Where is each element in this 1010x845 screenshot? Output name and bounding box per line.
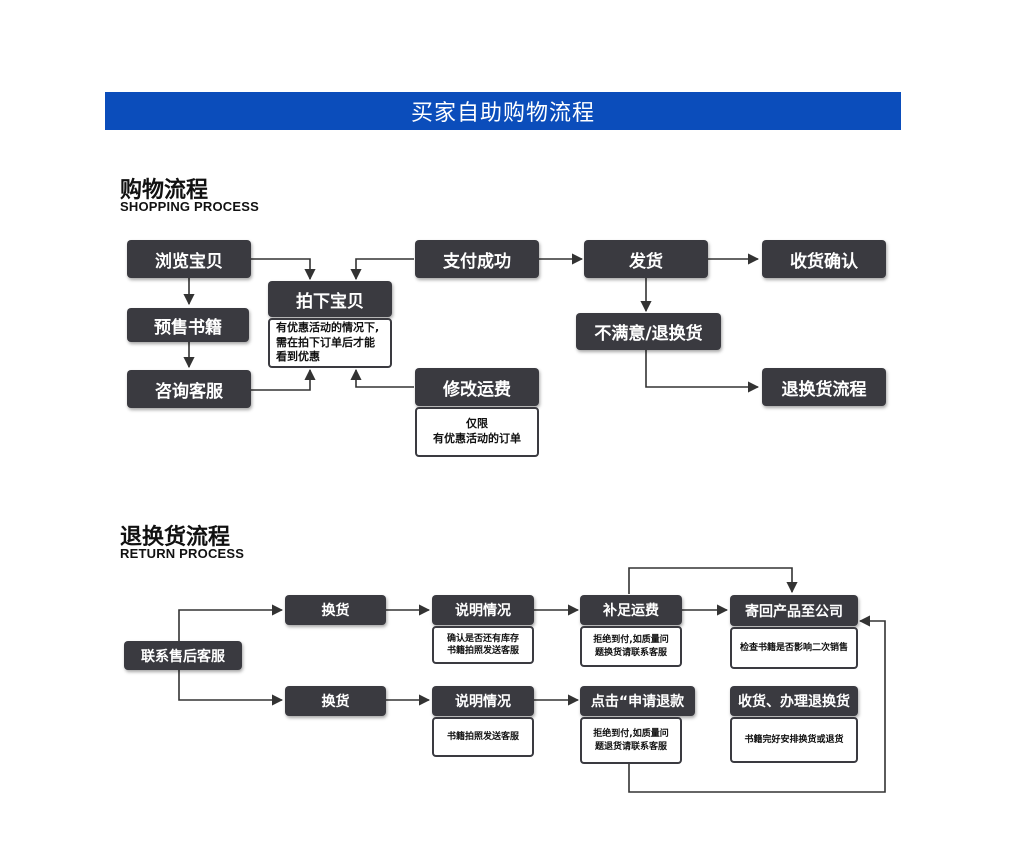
branch-contact-to-exchange	[178, 604, 284, 641]
note-click-refund-line-1: 拒绝到付,如质量问	[593, 729, 669, 740]
note-explain-top-line-1: 确认是否还有库存	[446, 633, 519, 644]
node-exchange-bottom: 换货	[285, 686, 386, 716]
node-return-flow: 退换货流程	[762, 368, 886, 406]
node-confirm-receipt: 收货确认	[762, 240, 886, 278]
node-ship: 发货	[584, 240, 708, 278]
node-explain-top: 说明情况	[432, 595, 534, 625]
node-consult: 咨询客服	[127, 370, 251, 408]
node-modify-shipping: 修改运费	[415, 368, 539, 406]
note-pay-shipping-line-1: 拒绝到付,如质量问	[593, 635, 669, 646]
shopping-section-subtitle: SHOPPING PROCESS	[120, 199, 260, 214]
node-explain-bottom: 说明情况	[432, 686, 534, 716]
note-pay-shipping: 拒绝到付,如质量问 题换货请联系客服	[580, 626, 682, 667]
note-modify-shipping-line-1: 仅限	[466, 417, 488, 431]
node-place-order: 拍下宝贝	[268, 281, 392, 317]
node-contact-service: 联系售后客服	[124, 641, 242, 670]
arrow-loop-to-sendback	[628, 567, 798, 594]
returns-section-subtitle: RETURN PROCESS	[120, 546, 245, 561]
node-pay-success: 支付成功	[415, 240, 539, 278]
note-explain-top: 确认是否还有库存 书籍拍照发送客服	[432, 626, 534, 664]
note-modify-shipping: 仅限 有优惠活动的订单	[415, 407, 539, 457]
note-place-order-line-1: 有优惠活动的情况下,	[276, 320, 380, 334]
note-click-refund-line-2: 题退货请联系客服	[594, 741, 667, 752]
note-receive-process: 书籍完好安排换货或退货	[730, 717, 858, 763]
node-browse: 浏览宝贝	[127, 240, 251, 278]
node-presale: 预售书籍	[127, 308, 249, 342]
note-place-order-line-3: 看到优惠	[276, 350, 320, 364]
note-place-order-line-2: 需在拍下订单后才能	[276, 335, 375, 349]
note-place-order: 有优惠活动的情况下, 需在拍下订单后才能 看到优惠	[268, 318, 392, 368]
note-click-refund: 拒绝到付,如质量问 题退货请联系客服	[580, 717, 682, 764]
note-send-back: 检查书籍是否影响二次销售	[730, 627, 858, 669]
returns-section-title: 退换货流程	[120, 525, 231, 550]
note-pay-shipping-line-2: 题换货请联系客服	[594, 647, 667, 658]
arrow-refund-loop-to-sendback	[628, 615, 886, 793]
node-send-back: 寄回产品至公司	[730, 595, 858, 626]
node-unsatisfied: 不满意/退换货	[576, 313, 721, 350]
note-explain-top-line-2: 书籍拍照发送客服	[446, 646, 519, 656]
arrow-browse-to-order	[250, 258, 316, 281]
arrow-modify-to-order	[350, 368, 414, 388]
arrow-pay-to-order	[350, 258, 414, 281]
node-exchange-top: 换货	[285, 595, 386, 625]
node-click-refund: 点击“申请退款	[580, 686, 695, 716]
node-receive-process: 收货、办理退换货	[730, 686, 858, 716]
note-explain-bottom: 书籍拍照发送客服	[432, 717, 534, 757]
arrow-unsatisfied-to-return	[645, 350, 760, 393]
page-banner: 买家自助购物流程	[105, 92, 901, 130]
arrow-consult-to-order	[250, 368, 316, 391]
node-pay-shipping: 补足运费	[580, 595, 682, 625]
shopping-section-title: 购物流程	[120, 178, 209, 203]
branch-contact-to-refund	[178, 670, 284, 706]
note-modify-shipping-line-2: 有优惠活动的订单	[433, 432, 521, 445]
